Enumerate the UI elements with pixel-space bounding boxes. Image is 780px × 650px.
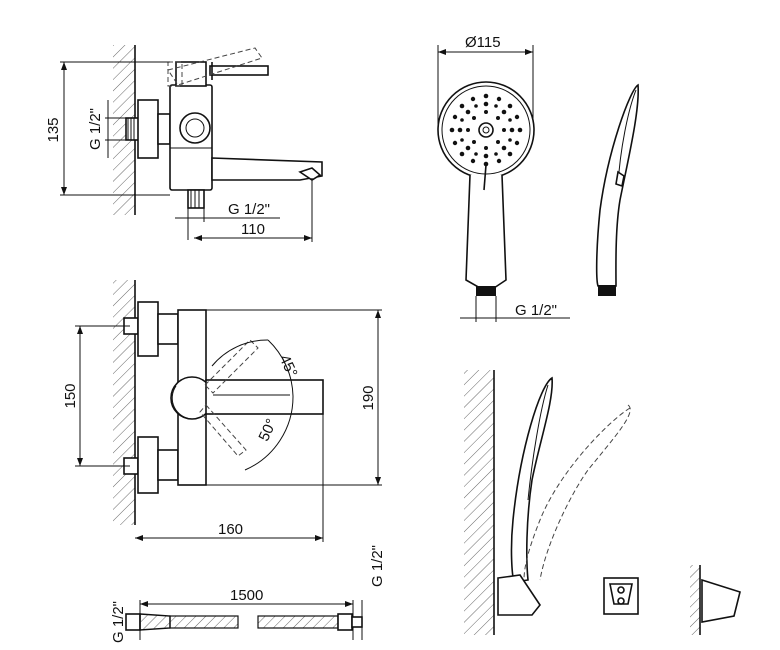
wall-hatch <box>113 45 135 215</box>
wall-hatch-2 <box>113 280 135 525</box>
dim-thread-bottom-label: G 1/2" <box>228 201 270 218</box>
spout <box>211 157 323 181</box>
dim-shower-thread: G 1/2" <box>515 302 557 319</box>
angle-50-label: 50° <box>255 416 280 444</box>
shower-head-side <box>595 83 640 296</box>
diverter-knob <box>179 112 211 144</box>
dim-hose-left-thread: G 1/2" <box>110 601 127 643</box>
shower-head-front: Ø115 G 1/ <box>437 34 570 322</box>
dim-160-label: 160 <box>218 521 243 538</box>
holder-front <box>603 577 639 615</box>
nozzle-dots <box>449 93 523 167</box>
dim-150-label: 150 <box>62 383 79 408</box>
dim-135-label: 135 <box>45 117 62 142</box>
holder-side <box>690 565 741 635</box>
dim-190-label: 190 <box>360 385 377 410</box>
shower-hose: 1500 G 1/2" G 1/2" <box>110 545 386 643</box>
shower-holder-view <box>464 370 631 635</box>
wall-holder <box>497 574 541 616</box>
shower-handle <box>465 174 507 289</box>
dim-diameter-label: Ø115 <box>465 34 501 51</box>
dim-110-label: 110 <box>241 221 265 238</box>
mixer-top-view: 45° 50° 150 190 160 <box>62 280 382 542</box>
dim-1500-label: 1500 <box>230 587 263 604</box>
angle-45-label: 45° <box>276 352 301 380</box>
mixer-side-view: 135 G 1/2" G 1/2" 110 <box>45 45 323 242</box>
spout-front <box>205 379 324 415</box>
dim-thread-left-label: G 1/2" <box>87 108 104 150</box>
lever-handle <box>209 65 269 76</box>
dim-hose-right-thread: G 1/2" <box>369 545 386 587</box>
